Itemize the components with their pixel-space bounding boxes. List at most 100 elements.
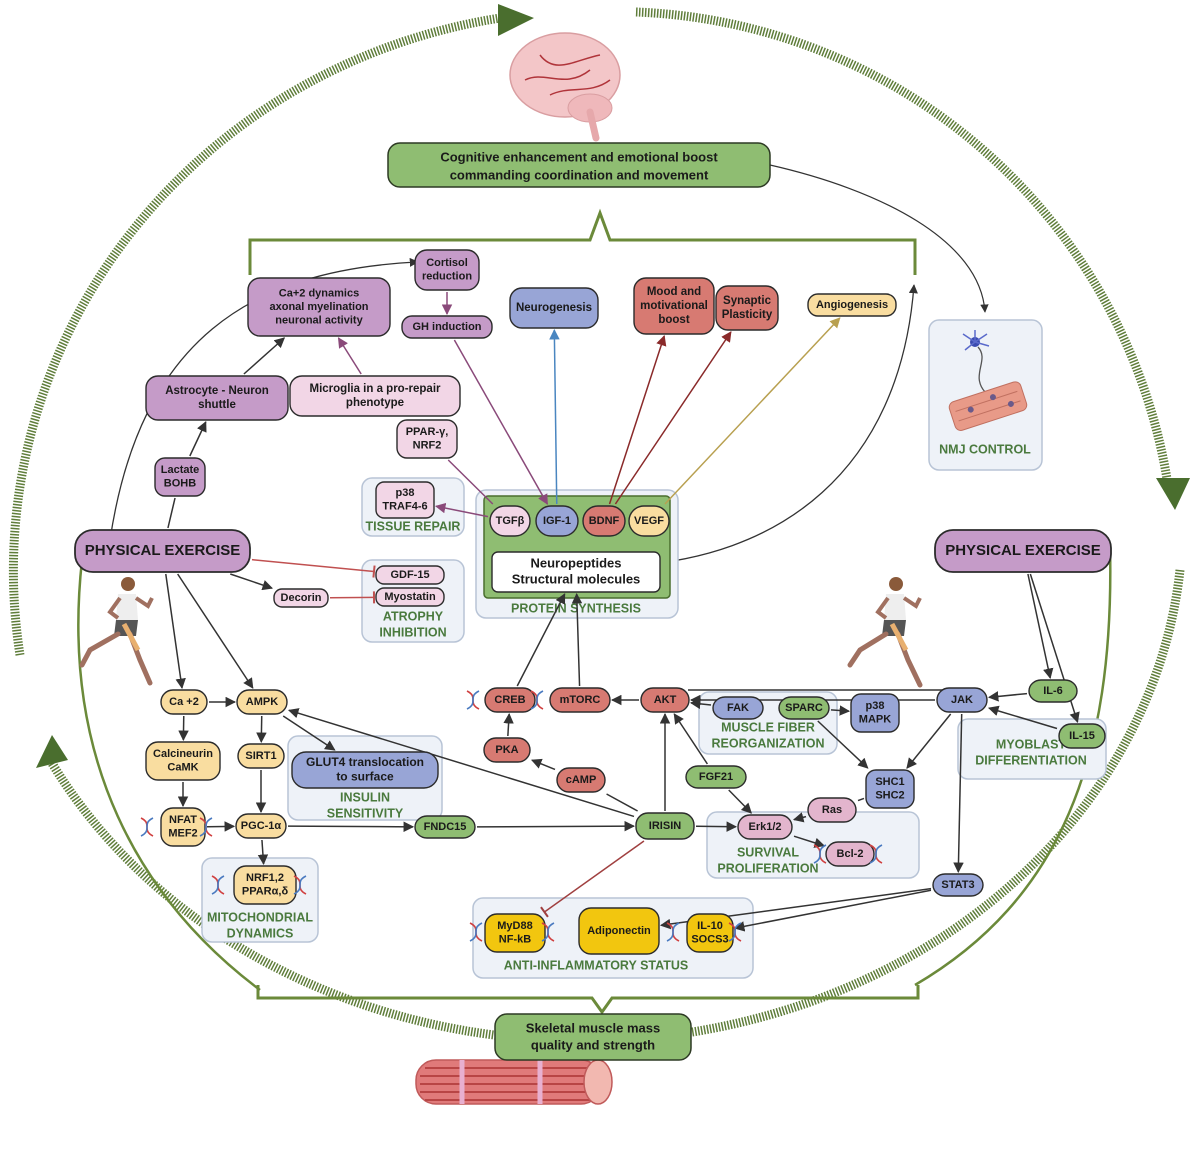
edge-exercise-to-cortisol	[109, 257, 419, 541]
node-label: Adiponectin	[587, 925, 651, 937]
node-vegf[interactable]: VEGF	[628, 505, 670, 537]
edge-vegf-to-angiogenesis	[664, 317, 841, 505]
node-label: Microglia in a pro-repair	[310, 383, 442, 395]
node-stat3[interactable]: STAT3	[932, 873, 984, 897]
node-fgf21[interactable]: FGF21	[685, 765, 747, 789]
node-angiogenesis[interactable]: Angiogenesis	[807, 293, 897, 317]
node-il15[interactable]: IL-15	[1058, 723, 1106, 749]
node-gdf15[interactable]: GDF-15	[375, 565, 445, 585]
node-shape	[375, 587, 445, 607]
node-neurogenesis[interactable]: Neurogenesis	[509, 287, 599, 329]
node-label: Cortisol	[426, 257, 468, 269]
cycle-arrowhead-right	[1156, 478, 1190, 510]
node-shape	[375, 481, 435, 519]
node-erk[interactable]: Erk1/2	[737, 814, 793, 840]
node-shape	[640, 687, 690, 713]
dna-decorations	[140, 690, 883, 942]
bottom-bracket	[256, 985, 920, 1015]
edge-pe_left-to-lactate	[167, 497, 176, 529]
node-shape	[491, 551, 661, 593]
edge-il6-to-jak	[987, 691, 1028, 702]
node-shape	[582, 505, 626, 537]
node-label: MEF2	[168, 828, 197, 840]
node-label: Ca+2 dynamics	[279, 287, 359, 299]
node-pe-left[interactable]: PHYSICAL EXERCISE	[74, 529, 251, 573]
node-ampk[interactable]: AMPK	[236, 689, 288, 715]
edge-stat3-to-il10	[733, 889, 932, 932]
node-label: CaMK	[167, 762, 198, 774]
node-label: Neurogenesis	[516, 302, 592, 314]
node-shape	[865, 769, 915, 809]
node-label: PHYSICAL EXERCISE	[85, 542, 241, 559]
node-gh[interactable]: GH induction	[401, 315, 493, 339]
node-label: reduction	[422, 271, 472, 283]
node-label: PGC-1α	[241, 820, 282, 832]
node-fak[interactable]: FAK	[712, 696, 764, 720]
node-irisin[interactable]: IRISIN	[635, 812, 695, 840]
node-ppar[interactable]: PPAR-γ,NRF2	[396, 419, 458, 459]
node-label: Angiogenesis	[816, 299, 888, 311]
group-label: DYNAMICS	[227, 926, 294, 940]
node-bdnf[interactable]: BDNF	[582, 505, 626, 537]
node-pe-right[interactable]: PHYSICAL EXERCISE	[934, 529, 1112, 573]
node-label: CREB	[494, 694, 525, 706]
node-pka[interactable]: PKA	[483, 737, 531, 763]
node-il6[interactable]: IL-6	[1028, 679, 1078, 703]
node-pgc[interactable]: PGC-1α	[235, 813, 287, 839]
node-shape	[160, 689, 208, 715]
cycle-arc-top-left	[8, 13, 501, 656]
node-myostatin[interactable]: Myostatin	[375, 587, 445, 607]
nodes-layer: PHYSICAL EXERCISE PHYSICAL EXERCISE Lactat…	[74, 249, 1112, 955]
group-label: SENSITIVITY	[327, 806, 404, 820]
node-label: MAPK	[859, 714, 891, 726]
node-ca2[interactable]: Ca +2	[160, 689, 208, 715]
node-bcl2[interactable]: Bcl-2	[825, 841, 875, 867]
node-igf1[interactable]: IGF-1	[535, 505, 579, 537]
node-camp[interactable]: cAMP	[556, 767, 606, 793]
header-top-line-2: commanding coordination and movement	[450, 167, 709, 182]
node-adiponectin[interactable]: Adiponectin	[578, 907, 660, 955]
node-shape	[686, 913, 734, 953]
edge-creb-to-neuropeptides	[516, 593, 566, 687]
node-cortisol[interactable]: Cortisol reduction	[414, 249, 480, 291]
edge-pe_left-to-ampk	[177, 573, 254, 689]
edge-erk-to-bcl2	[793, 835, 826, 848]
node-jak[interactable]: JAK	[936, 687, 988, 713]
node-tgfb[interactable]: TGFβ	[489, 505, 531, 537]
node-label: Erk1/2	[748, 821, 781, 833]
node-ras[interactable]: Ras	[807, 797, 857, 823]
node-mtorc[interactable]: mTORC	[549, 687, 611, 713]
edges-layer	[165, 292, 1080, 932]
edge-neuropeptides-to-bracket	[621, 284, 918, 567]
node-shape	[549, 687, 611, 713]
node-decorin[interactable]: Decorin	[273, 588, 329, 608]
node-akt[interactable]: AKT	[640, 687, 690, 713]
edge-pe_left-to-decorin	[230, 573, 273, 591]
edge-bdnf-to-mood	[608, 335, 667, 505]
group-label: REORGANIZATION	[712, 736, 825, 750]
node-shape	[509, 287, 599, 329]
node-creb[interactable]: CREB	[484, 687, 536, 713]
node-fndc15[interactable]: FNDC15	[414, 815, 476, 839]
node-sparc[interactable]: SPARC	[778, 696, 830, 720]
cycle-arrowhead-top	[498, 4, 534, 36]
node-sirt1[interactable]: SIRT1	[237, 743, 285, 769]
node-shape	[489, 505, 531, 537]
node-label: Structural molecules	[512, 571, 641, 586]
